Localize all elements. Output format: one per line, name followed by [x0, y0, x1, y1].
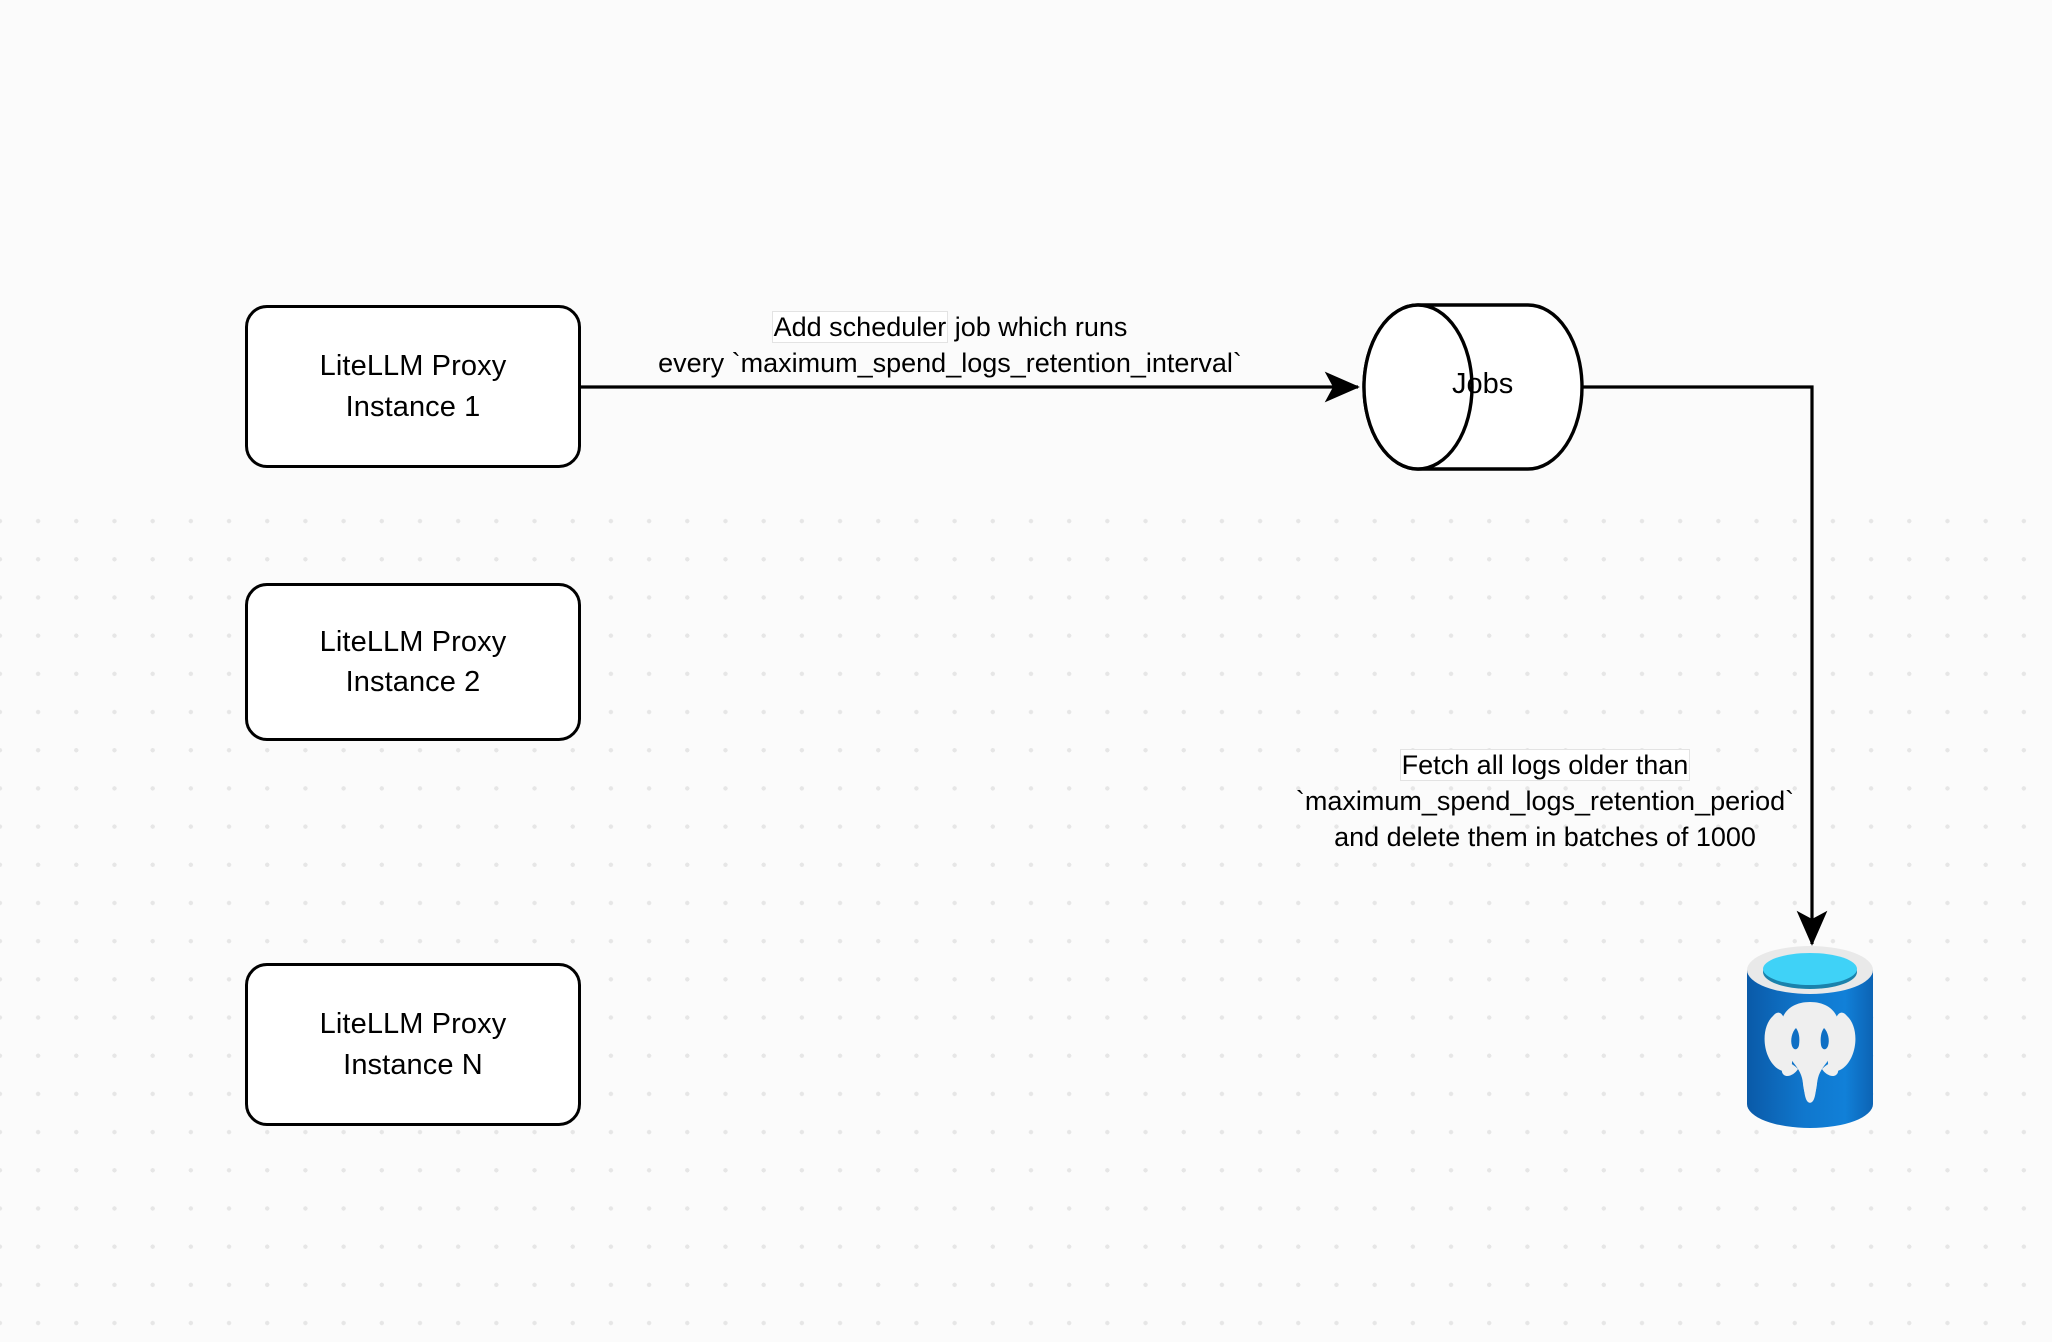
node-label: LiteLLM Proxy Instance 2 — [319, 625, 507, 698]
node-litellm-proxy-instance-1[interactable]: LiteLLM Proxy Instance 1 — [245, 305, 581, 468]
edge-label-scheduler-line1: Add scheduler job which runs — [600, 310, 1300, 346]
node-label: LiteLLM Proxy Instance 1 — [319, 350, 507, 423]
edge-label-fetch: Fetch all logs older than `maximum_spend… — [1245, 748, 1845, 856]
postgresql-database-icon[interactable] — [1740, 944, 1880, 1134]
edge-label-scheduler-line1-rest: job which runs — [947, 312, 1128, 342]
node-litellm-proxy-instance-2[interactable]: LiteLLM Proxy Instance 2 — [245, 583, 581, 741]
postgres-elephant-glyph — [1764, 1002, 1856, 1103]
edge-label-highlight: Add scheduler — [771, 311, 949, 343]
edge-label-fetch-line3: and delete them in batches of 1000 — [1334, 821, 1756, 852]
edge-label-fetch-line2: `maximum_spend_logs_retention_period` — [1295, 785, 1795, 816]
jobs-cylinder-shape — [1362, 303, 1584, 471]
edge-label-scheduler-line2: every `maximum_spend_logs_retention_inte… — [658, 347, 1242, 378]
node-litellm-proxy-instance-n[interactable]: LiteLLM Proxy Instance N — [245, 963, 581, 1126]
node-label: LiteLLM Proxy Instance N — [319, 1008, 507, 1081]
node-jobs-label: Jobs — [1452, 368, 1514, 400]
edge-label-fetch-line1: Fetch all logs older than — [1245, 748, 1845, 784]
edge-label-scheduler: Add scheduler job which runs every `maxi… — [600, 310, 1300, 382]
edge-label-highlight: Fetch all logs older than — [1399, 749, 1691, 781]
postgres-elephant-eyes — [1791, 1028, 1829, 1050]
edge-jobs-to-database — [1582, 385, 1828, 946]
